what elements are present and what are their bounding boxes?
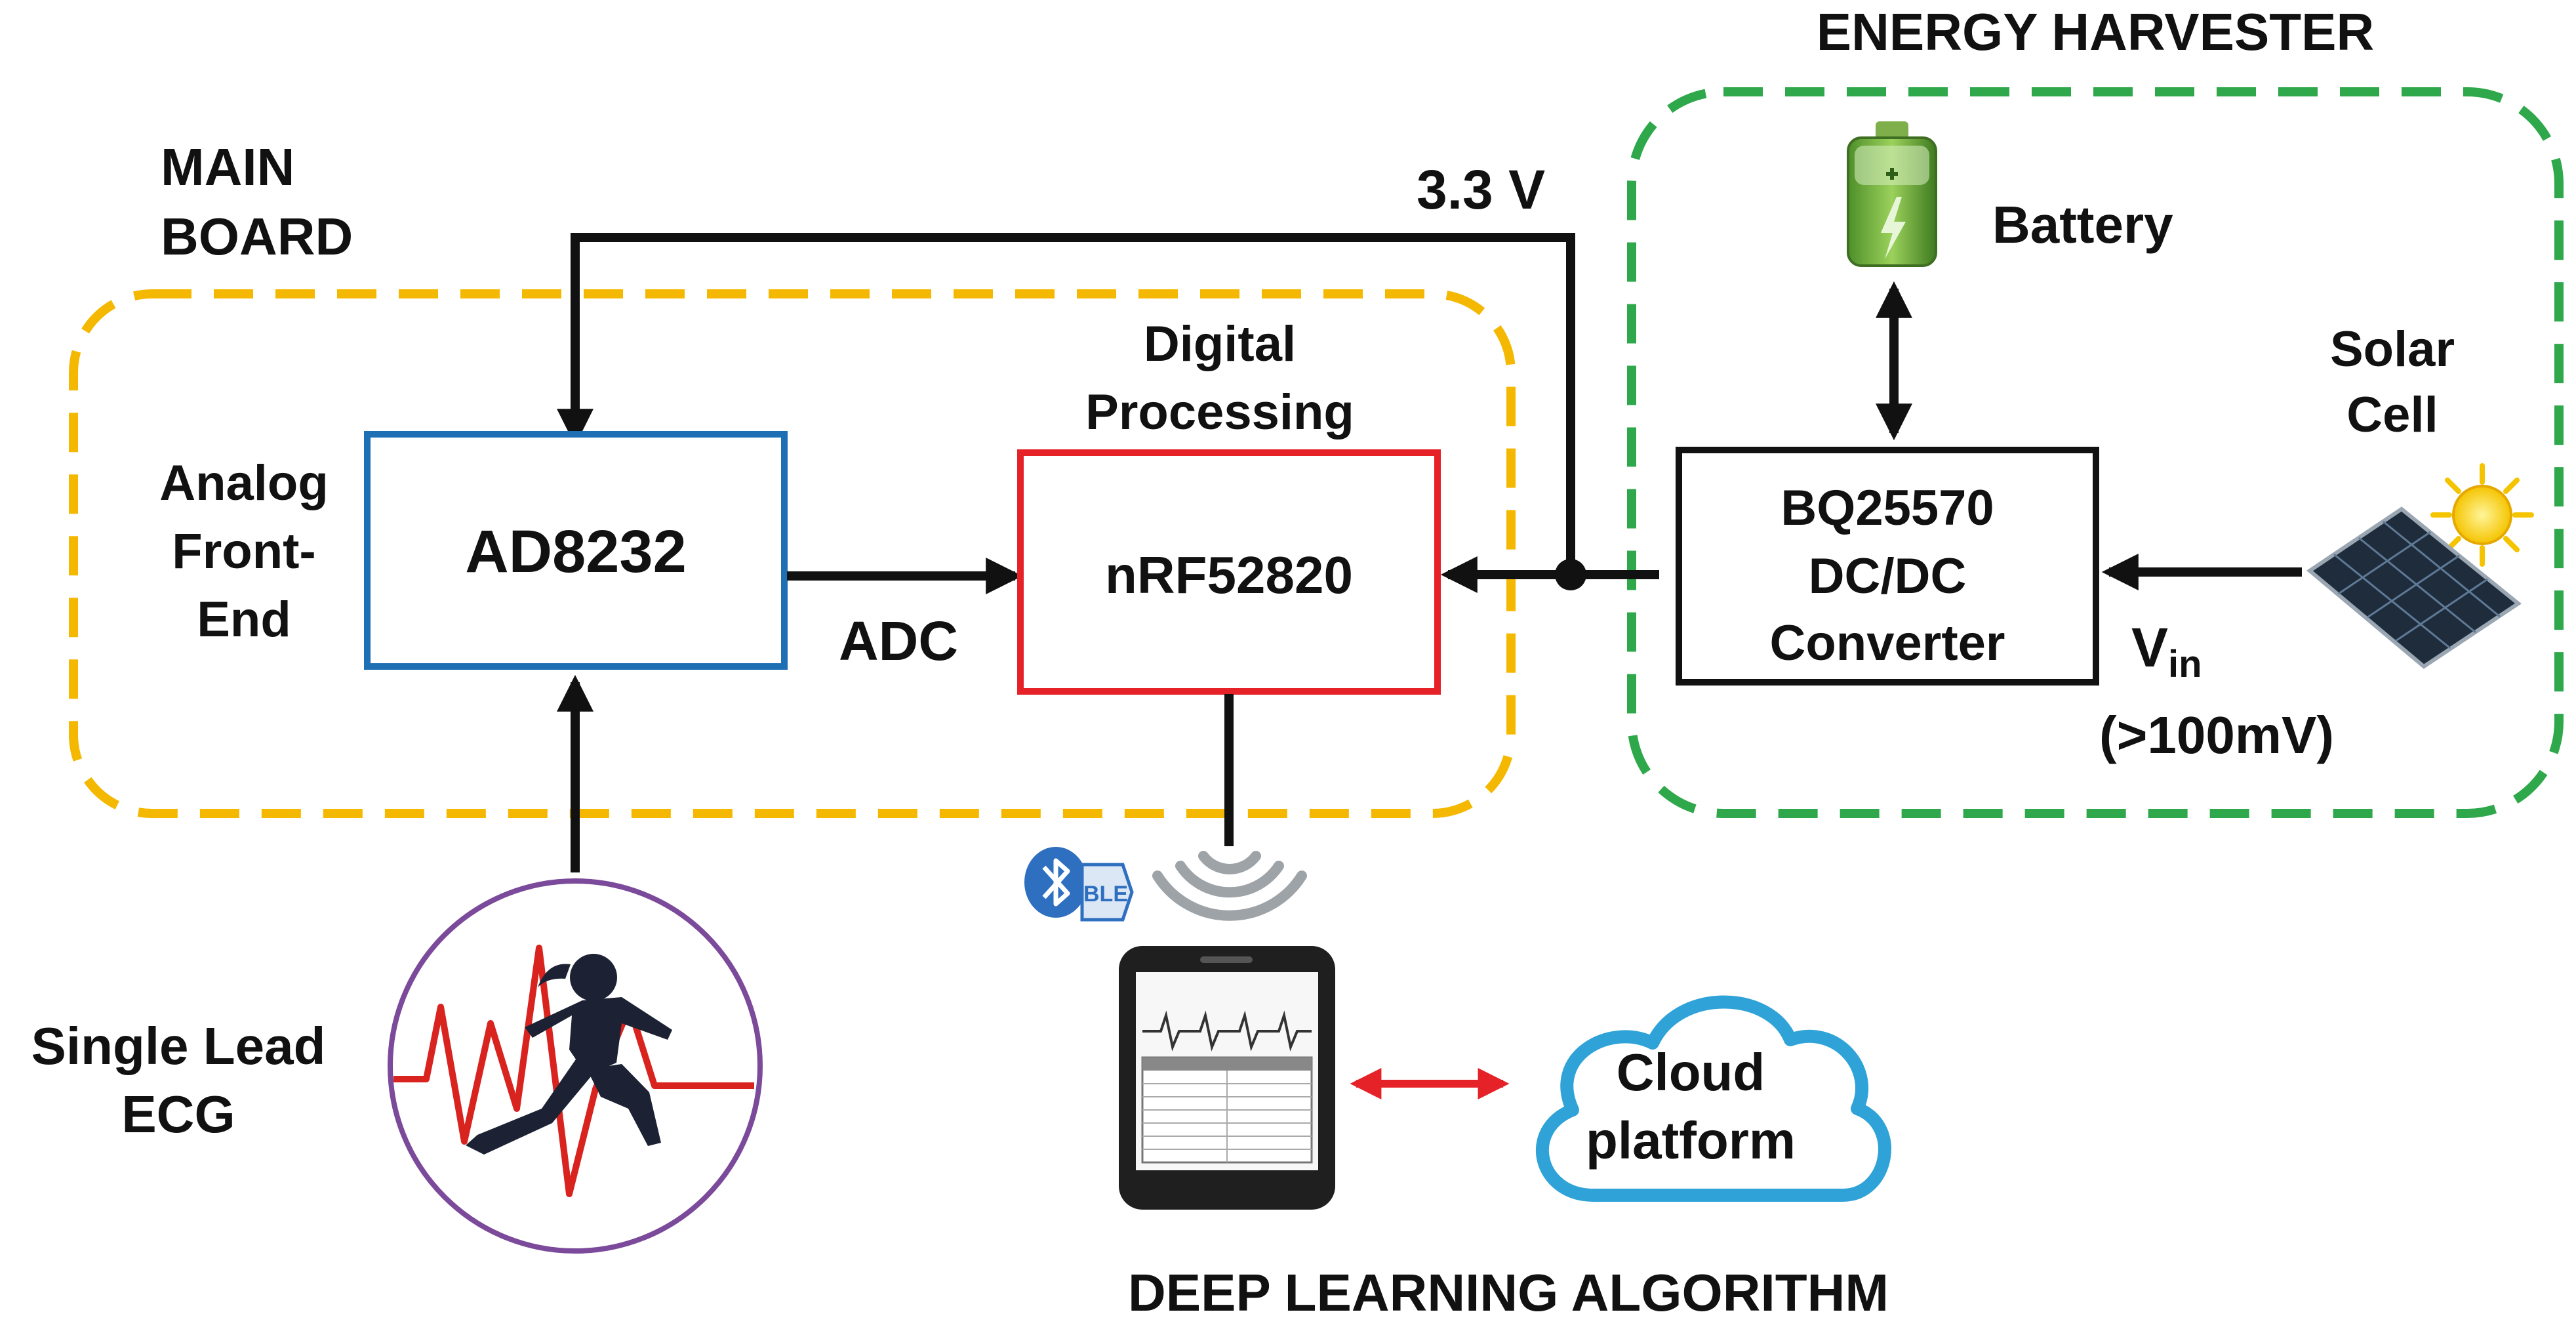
solar-label-line1: Solar [2330, 321, 2455, 377]
runner-icon [466, 954, 672, 1155]
smartphone-icon [1119, 946, 1335, 1210]
solar-panel-icon [2306, 506, 2522, 669]
vin-main: V [2131, 617, 2168, 678]
dsp-label-line1: Digital [1144, 316, 1296, 372]
adc-label: ADC [839, 610, 958, 672]
dsp-label-line2: Processing [1085, 384, 1354, 440]
dsp-chip-box [1017, 449, 1441, 695]
ecg-label-line2: ECG [121, 1085, 235, 1143]
afe-chip-box [364, 431, 788, 670]
ble-badge-text: BLE [1083, 882, 1128, 907]
supply-line [557, 233, 1575, 577]
converter-line2: DC/DC [1809, 548, 1967, 604]
afe-label-line3: End [197, 592, 291, 647]
energy-harvester-outline [1627, 87, 2564, 818]
energy-harvester-title: ENERGY HARVESTER [1817, 3, 2375, 61]
vin-subscript: in [2168, 643, 2202, 686]
wireless-waves-icon [1152, 851, 1307, 921]
main-board-title-line2: BOARD [161, 207, 353, 266]
main-board-title-line1: MAIN [161, 138, 294, 196]
afe-chip-label: AD8232 [465, 518, 687, 585]
supply-voltage-label: 3.3 V [1417, 159, 1545, 220]
afe-label-line1: Analog [159, 455, 329, 511]
power-junction [1555, 559, 1586, 590]
footer-title: DEEP LEARNING ALGORITHM [1128, 1263, 1889, 1322]
dsp-chip-label: nRF52820 [1105, 546, 1353, 604]
cloud-label-line2: platform [1586, 1111, 1796, 1170]
ecg-label-line1: Single Lead [31, 1017, 326, 1075]
converter-line1: BQ25570 [1781, 480, 1994, 536]
vin-label: Vin [2131, 617, 2202, 686]
battery-icon [1847, 121, 1937, 267]
main-board-outline [69, 289, 1516, 818]
converter-box [1676, 447, 2099, 686]
converter-line3: Converter [1770, 615, 2005, 671]
cloud-label-line1: Cloud [1617, 1043, 1765, 1101]
bluetooth-icon: BLE [1024, 847, 1134, 922]
vin-note: (>100mV) [2099, 706, 2334, 764]
afe-label-line2: Front- [172, 523, 315, 579]
cloud-icon [1535, 995, 1891, 1202]
battery-label: Battery [1992, 195, 2173, 254]
solar-label-line2: Cell [2346, 387, 2438, 443]
sun-icon [2430, 463, 2534, 567]
